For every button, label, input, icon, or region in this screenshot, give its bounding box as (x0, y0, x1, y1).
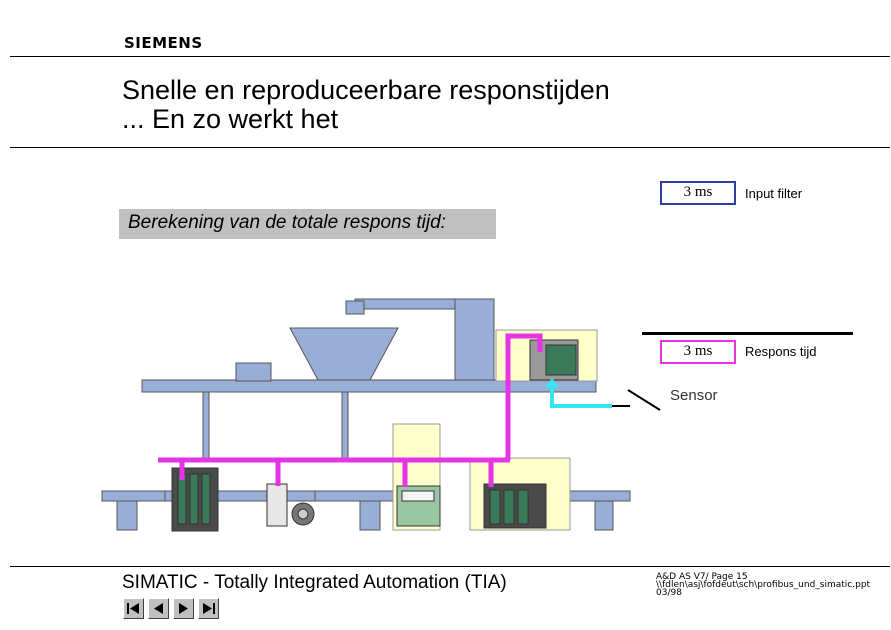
sum-line (642, 332, 853, 335)
drive-unit (266, 483, 288, 527)
siemens-logo: SIEMENS (124, 34, 203, 52)
footer-rule (10, 566, 890, 567)
bottom-table-right-leg (594, 500, 614, 531)
bottom-table-mid-leg (359, 500, 381, 531)
feeder-column (454, 298, 495, 381)
profibus-network (158, 333, 543, 487)
calc-heading-box (119, 209, 496, 239)
hopper (289, 327, 399, 381)
sensor-arrow (545, 378, 559, 388)
first-slide-button[interactable] (123, 598, 144, 619)
input-filter-label: Input filter (745, 186, 803, 201)
sensor-label: Sensor (670, 387, 718, 404)
next-slide-button[interactable] (173, 598, 194, 619)
calc-heading: Berekening van de totale respons tijd: (128, 212, 446, 233)
feeder-arm (354, 298, 456, 310)
footer-title: SIMATIC - Totally Integrated Automation … (122, 572, 507, 593)
title-rule (10, 147, 890, 148)
footer-meta-line-3: 03/98 (656, 588, 682, 598)
footer-meta-line-1: A&D AS V7/ Page 15 (656, 572, 748, 582)
box-on-table (235, 362, 272, 382)
title-line-1: Snelle en reproduceerbare responstijden (122, 75, 610, 105)
first-slide-icon (127, 603, 139, 614)
input-filter-value-box: 3 ms (660, 181, 736, 205)
table-leg-left (202, 391, 210, 459)
sensor-signal (550, 384, 612, 408)
sensor-switch-icon (612, 389, 661, 411)
footer-meta-line-2: \\fdlen\asj\fofdeut\sch\profibus_und_sim… (656, 580, 871, 590)
bottom-table-left (101, 490, 166, 502)
last-slide-icon (203, 603, 215, 614)
title-line-2: ... En zo werkt het (122, 104, 339, 134)
next-slide-icon (179, 603, 188, 614)
conveyor-frame (101, 298, 631, 531)
slide-title: Snelle en reproduceerbare responstijden … (122, 76, 610, 134)
bus-riser (505, 333, 543, 460)
response-time-value-box: 3 ms (660, 340, 736, 364)
previous-slide-icon (154, 603, 163, 614)
previous-slide-button[interactable] (148, 598, 169, 619)
response-time-label: Respons tijd (745, 344, 817, 359)
table-top (141, 379, 597, 393)
header-rule (10, 56, 890, 57)
bottom-table-mid2 (314, 490, 396, 502)
last-slide-button[interactable] (198, 598, 219, 619)
feeder-nozzle (345, 300, 365, 315)
bottom-table-left-leg (116, 500, 138, 531)
plc-racks (171, 339, 579, 532)
table-leg-right (341, 391, 349, 459)
